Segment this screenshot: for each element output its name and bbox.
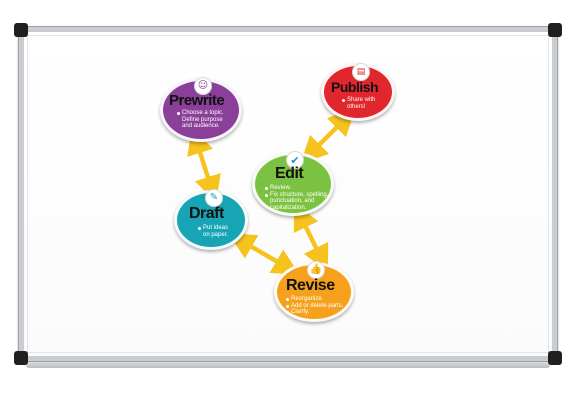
list-item: Review.	[265, 185, 328, 192]
prewrite-text: Define purpose and audience.	[182, 117, 223, 130]
whiteboard-surface	[27, 35, 549, 353]
edit-list: Review. Fix structure, spelling,	[265, 185, 328, 198]
draft-title: Draft	[189, 205, 224, 222]
list-item: capitalization.	[270, 204, 307, 211]
publish-text: others!	[347, 104, 365, 111]
pencil-icon: ✎	[205, 189, 223, 207]
list-item: Clarify.	[286, 309, 343, 316]
board-corner-top-left	[14, 23, 28, 37]
publish-node: ▤ Publish Share with others!	[321, 63, 395, 121]
revise-node: 👍 Revise Reorganize. Add or delete parts…	[274, 261, 354, 322]
marker-tray	[26, 362, 550, 368]
draft-node: ✎ Draft Put ideas on paper.	[174, 189, 248, 250]
draft-text: on paper.	[203, 232, 228, 239]
board-corner-bottom-right	[548, 351, 562, 365]
edit-title: Edit	[275, 165, 304, 182]
board-corner-top-right	[548, 23, 562, 37]
list-item: Put ideas	[198, 225, 228, 232]
edit-node: ✔ Edit Review. Fix structure, spelling, …	[252, 151, 334, 216]
list-item: Define purpose	[182, 116, 223, 123]
book-icon: ▤	[352, 63, 370, 81]
arrow-draft-revise	[228, 233, 300, 275]
list-item: and audience.	[182, 123, 220, 130]
board-corner-bottom-left	[14, 351, 28, 365]
list-item: Choose a topic.	[177, 110, 224, 117]
publish-title: Publish	[331, 79, 379, 95]
arrow-revise-edit	[293, 202, 329, 273]
revise-list: Reorganize. Add or delete parts. Clarify…	[286, 296, 343, 316]
revise-title: Revise	[286, 277, 335, 294]
prewrite-list: Choose a topic.	[177, 110, 224, 117]
list-item: Share with	[342, 97, 375, 104]
publish-list: Share with	[342, 97, 375, 104]
arrow-prewrite-draft	[187, 127, 221, 203]
list-item: others!	[347, 103, 366, 110]
list-item: Reorganize.	[286, 296, 343, 303]
list-item: on paper.	[203, 231, 229, 238]
lightbulb-head-icon: ☺	[194, 77, 212, 95]
list-item: Add or delete parts.	[286, 303, 343, 310]
thumbs-up-icon: 👍	[307, 261, 325, 279]
prewrite-node: ☺ Prewrite Choose a topic. Define purpos…	[160, 77, 242, 142]
arrow-edit-publish	[300, 108, 356, 164]
list-item: punctuation, and	[270, 198, 315, 205]
draft-list: Put ideas	[198, 225, 228, 232]
edit-text: punctuation, and capitalization.	[270, 198, 314, 211]
checkmark-icon: ✔	[286, 151, 304, 169]
list-item: Fix structure, spelling,	[265, 192, 328, 199]
prewrite-title: Prewrite	[169, 92, 225, 109]
